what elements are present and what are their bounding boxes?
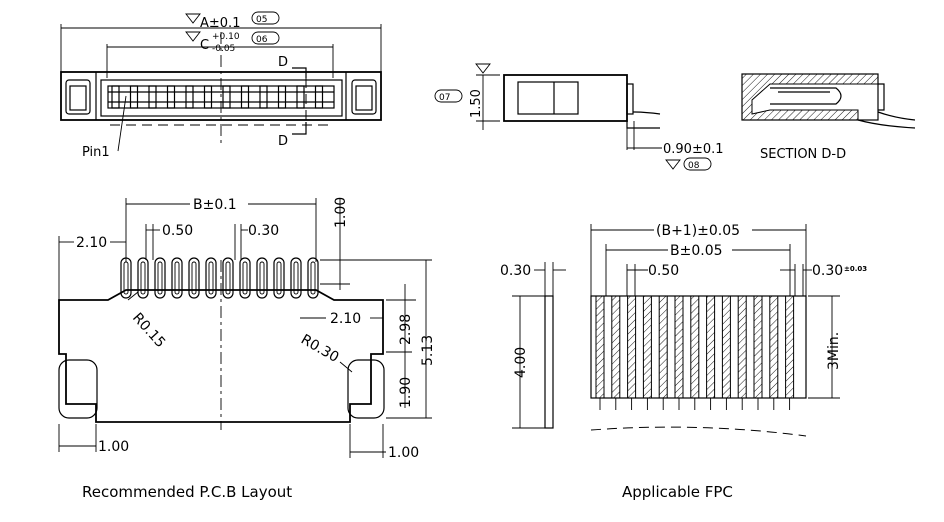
fpc-dim-width: 0.30 xyxy=(812,263,843,279)
dim-c: C xyxy=(200,38,209,53)
pcb-pad-inner xyxy=(259,261,265,295)
dim-left: 2.10 xyxy=(76,235,107,251)
section-title: SECTION D-D xyxy=(760,147,846,162)
fpc-dim-b1: (B+1)±0.05 xyxy=(656,223,740,239)
pcb-pad xyxy=(154,257,166,299)
fpc-trace xyxy=(674,295,684,399)
fpc-trace xyxy=(785,295,795,399)
section-mark-top: D xyxy=(278,55,288,70)
dim-513: 5.13 xyxy=(420,335,436,366)
connector-side-view: 1.50 07 0.90±0.1 08 xyxy=(434,63,724,171)
fpc-trace xyxy=(706,295,716,399)
section-mark-bottom: D xyxy=(278,134,288,149)
fpc-trace xyxy=(753,295,763,399)
fpc-caption: Applicable FPC xyxy=(622,483,733,501)
pcb-layout-view: B±0.1 0.50 0.30 1.00 2.10 R0.15 2.10 xyxy=(58,197,436,501)
fpc-trace xyxy=(611,295,621,399)
pcb-caption: Recommended P.C.B Layout xyxy=(82,483,292,501)
fpc-dim-min: 3Min. xyxy=(826,332,842,370)
pcb-pad-inner xyxy=(123,261,129,295)
fpc-dim-length: 4.00 xyxy=(513,347,529,378)
fpc-trace xyxy=(642,295,652,399)
connector-pin xyxy=(185,85,194,109)
pcb-pad-inner xyxy=(242,261,248,295)
pcb-pad xyxy=(171,257,183,299)
surface-marker-icon xyxy=(475,63,491,74)
dim-thickness-tag: 08 xyxy=(688,161,700,171)
connector-pin xyxy=(240,85,250,109)
fpc-dim-thickness: 0.30 xyxy=(500,263,531,279)
dim-right: 2.10 xyxy=(330,311,361,327)
pcb-pad xyxy=(273,257,285,299)
connector-pin xyxy=(166,85,176,109)
connector-pin xyxy=(148,85,157,109)
pcb-pad xyxy=(307,257,319,299)
pcb-pad-inner xyxy=(157,261,163,295)
connector-pin xyxy=(259,85,268,109)
pcb-pad-inner xyxy=(310,261,316,295)
surface-marker-icon xyxy=(185,31,201,42)
fpc-trace xyxy=(721,295,731,399)
dim-bottom-right: 1.00 xyxy=(388,445,419,461)
pcb-pad xyxy=(120,257,132,299)
fpc-trace xyxy=(690,295,700,399)
dim-c-tag: 06 xyxy=(256,35,268,45)
pcb-pad xyxy=(256,257,268,299)
fpc-view: 0.30 4.00 (B+1)±0.05 B±0.05 0.50 0.30 ±0… xyxy=(500,223,867,501)
pcb-pad-inner xyxy=(174,261,180,295)
pcb-pad-inner xyxy=(140,261,146,295)
dim-pad-top: 1.00 xyxy=(333,197,349,228)
dim-pad-width: 0.30 xyxy=(248,223,279,239)
connector-pin xyxy=(296,85,305,109)
connector-top-view: A±0.1 05 C +0.10 -0.05 06 D D xyxy=(60,11,382,160)
pcb-pad-inner xyxy=(208,261,214,295)
dim-height-tag: 07 xyxy=(439,93,450,103)
dim-thickness: 0.90±0.1 xyxy=(663,142,724,157)
dim-a-tag: 05 xyxy=(256,15,267,25)
dim-190: 1.90 xyxy=(398,377,414,408)
surface-marker-icon xyxy=(185,13,201,24)
connector-pin xyxy=(203,85,213,109)
fpc-trace xyxy=(658,295,668,399)
pcb-pad xyxy=(222,257,234,299)
pcb-pad xyxy=(239,257,251,299)
pcb-pad xyxy=(290,257,302,299)
pcb-pad xyxy=(137,257,149,299)
dim-r015: R0.15 xyxy=(129,310,168,351)
surface-marker-icon xyxy=(665,159,681,170)
dim-pitch: 0.50 xyxy=(162,223,193,239)
connector-pin xyxy=(111,85,120,109)
dim-r030: R0.30 xyxy=(298,332,341,366)
pcb-pad-inner xyxy=(293,261,299,295)
connector-pin xyxy=(222,85,231,109)
fpc-dim-b: B±0.05 xyxy=(670,243,723,259)
pcb-pad xyxy=(205,257,217,299)
dim-298: 2.98 xyxy=(398,314,414,345)
fpc-dim-width-tol: ±0.03 xyxy=(844,265,867,273)
dim-a: A±0.1 xyxy=(200,16,240,31)
pcb-pad-inner xyxy=(276,261,282,295)
dim-c-tol-plus: +0.10 xyxy=(212,32,240,42)
pin1-label: Pin1 xyxy=(82,145,110,160)
fpc-trace xyxy=(595,295,605,399)
pcb-pad-inner xyxy=(225,261,231,295)
dim-height: 1.50 xyxy=(469,89,484,118)
pcb-pad-inner xyxy=(191,261,197,295)
dim-b: B±0.1 xyxy=(193,197,237,213)
dim-bottom-left: 1.00 xyxy=(98,439,129,455)
fpc-trace xyxy=(737,295,747,399)
fpc-dim-pitch: 0.50 xyxy=(648,263,679,279)
fpc-trace xyxy=(627,295,637,399)
connector-pin xyxy=(129,85,139,109)
pcb-pad xyxy=(188,257,200,299)
fpc-trace xyxy=(769,295,779,399)
section-d-d-view: SECTION D-D xyxy=(741,73,916,162)
dim-c-tol-minus: -0.05 xyxy=(212,44,235,54)
connector-pin xyxy=(314,85,324,109)
connector-pin xyxy=(277,85,287,109)
